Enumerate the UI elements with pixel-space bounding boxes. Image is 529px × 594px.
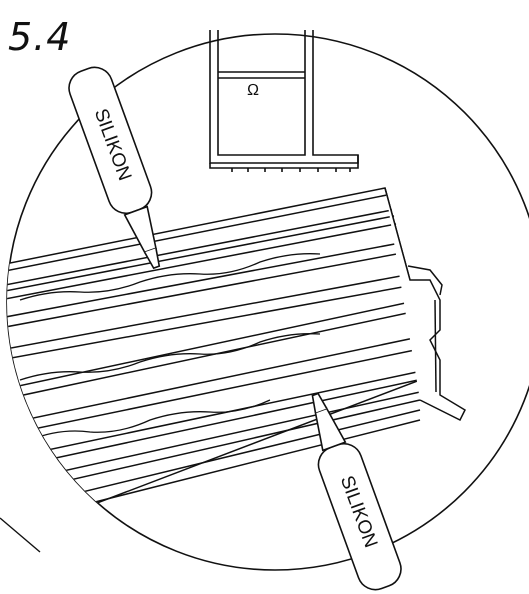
silicone-tube-upper: SILIKON [68, 66, 161, 270]
profile-cross-section [209, 30, 359, 172]
profile-symbol: Ω [247, 82, 259, 99]
rail-profile [7, 187, 466, 542]
step-number: 5.4 [8, 15, 72, 59]
leader-line [0, 517, 41, 553]
